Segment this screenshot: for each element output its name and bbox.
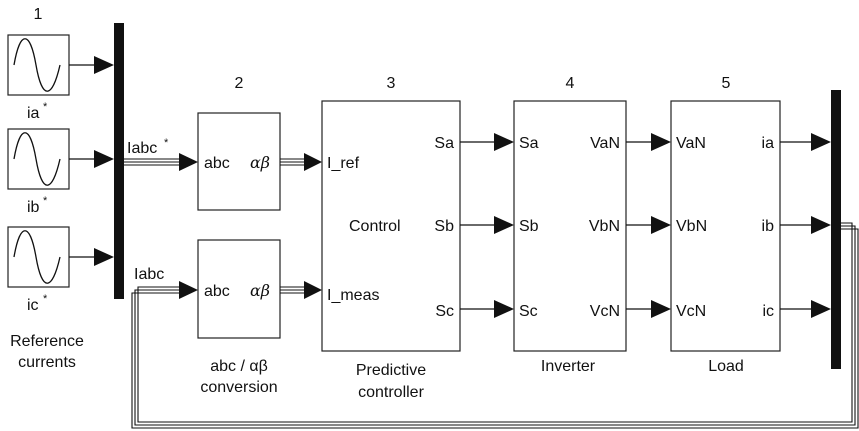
controller-out-sa: Sa (434, 135, 454, 152)
block-number-2: 2 (235, 75, 244, 92)
controller-center-label: Control (349, 218, 401, 235)
inverter-out-vbn: VbN (589, 218, 620, 235)
output-mux-bar[interactable] (831, 90, 841, 369)
conversion-caption-line2: conversion (200, 379, 277, 396)
inverter-out-vcn: VcN (590, 303, 620, 320)
sources-caption-line1: Reference (10, 333, 84, 350)
voltage-arrows (626, 133, 671, 318)
switching-signal-arrows (460, 133, 514, 318)
sine-wave-icon (13, 132, 61, 186)
conversion-meas-in-label: abc (204, 283, 230, 300)
predictive-controller-block[interactable]: I_ref I_meas Control Sa Sb Sc (321, 100, 461, 352)
block-number-4: 4 (566, 75, 575, 92)
source-ib-star: * (43, 195, 48, 207)
inverter-in-sc: Sc (519, 303, 538, 320)
load-block[interactable]: VaN VbN VcN ia ib ic (670, 100, 781, 352)
load-caption: Load (708, 358, 744, 375)
conversion-block-ref[interactable]: abc αβ (197, 112, 281, 211)
controller-out-sb: Sb (434, 218, 454, 235)
iabc-ref-star: * (164, 137, 169, 149)
iabc-ref-label: Iabc (127, 140, 157, 157)
block-number-5: 5 (722, 75, 731, 92)
inverter-in-sa: Sa (519, 135, 539, 152)
controller-caption-line2: controller (358, 384, 424, 401)
load-in-van: VaN (676, 135, 706, 152)
source-ia-label: ia (27, 105, 40, 122)
conversion-caption-line1: abc / αβ (210, 358, 268, 375)
inverter-caption: Inverter (541, 358, 596, 375)
alphabeta-ref-bus (280, 153, 322, 171)
iabc-meas-label: Iabc (134, 266, 164, 283)
load-current-arrows (780, 133, 831, 318)
controller-port-imeas: I_meas (327, 287, 379, 304)
block-number-1: 1 (34, 6, 43, 23)
feedback-bus (131, 222, 859, 429)
source-ia-star: * (43, 101, 48, 113)
conversion-ref-out-label: αβ (250, 153, 270, 172)
source-ic[interactable] (7, 226, 70, 288)
conversion-meas-out-label: αβ (250, 281, 270, 300)
mux-bar[interactable] (114, 23, 124, 299)
iabc-ref-bus (124, 153, 198, 171)
controller-out-sc: Sc (435, 303, 454, 320)
load-in-vbn: VbN (676, 218, 707, 235)
alphabeta-meas-bus (280, 281, 322, 299)
source-ic-label: ic (27, 297, 39, 314)
load-out-ib: ib (762, 218, 775, 235)
conversion-ref-in-label: abc (204, 155, 230, 172)
controller-port-iref: I_ref (327, 155, 360, 172)
source-to-mux-arrows (69, 56, 114, 266)
source-ic-star: * (43, 293, 48, 305)
controller-caption-line1: Predictive (356, 362, 426, 379)
sources-caption-line2: currents (18, 354, 76, 371)
source-ia[interactable] (7, 34, 70, 96)
inverter-in-sb: Sb (519, 218, 539, 235)
conversion-block-meas[interactable]: abc αβ (197, 239, 281, 339)
block-number-3: 3 (387, 75, 396, 92)
load-out-ia: ia (762, 135, 775, 152)
sine-wave-icon (13, 38, 61, 92)
inverter-block[interactable]: Sa Sb Sc VaN VbN VcN (513, 100, 627, 352)
source-ib-label: ib (27, 199, 40, 216)
source-ib[interactable] (7, 128, 70, 190)
sine-wave-icon (13, 230, 61, 284)
inverter-out-van: VaN (590, 135, 620, 152)
load-in-vcn: VcN (676, 303, 706, 320)
load-out-ic: ic (762, 303, 774, 320)
